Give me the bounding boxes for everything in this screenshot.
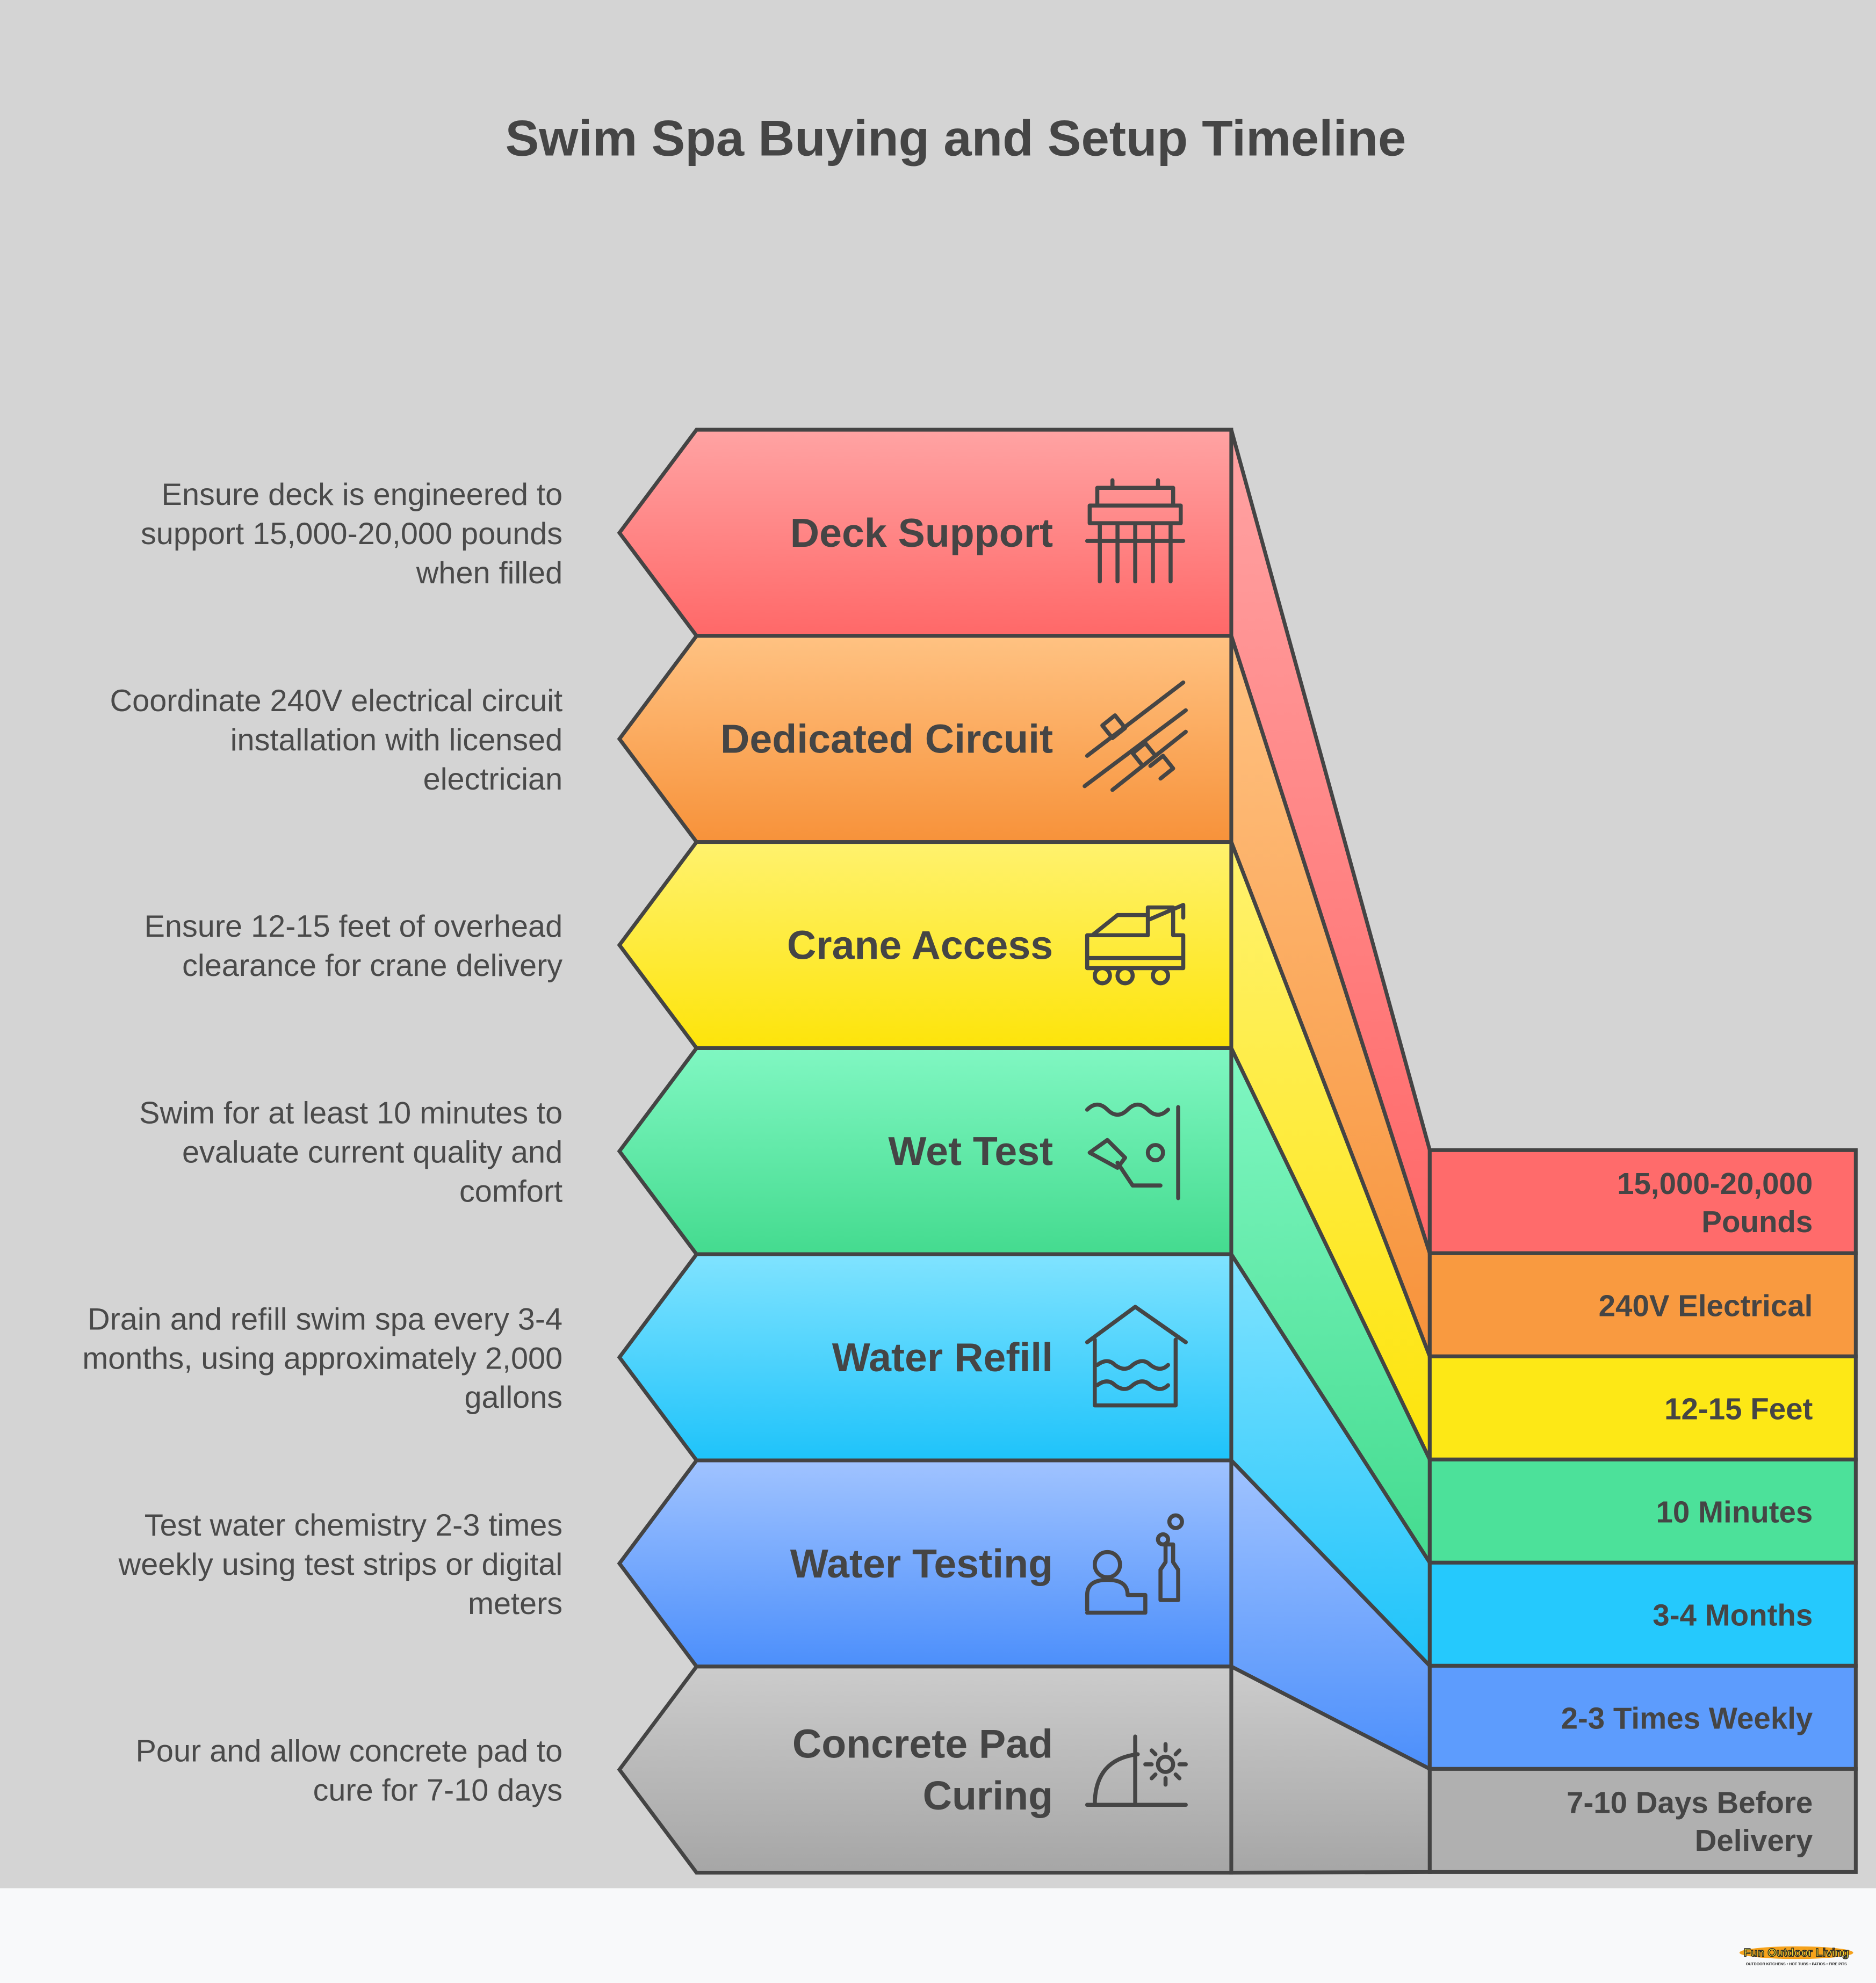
- swimmer-icon: [1085, 1102, 1180, 1200]
- step-label: Water Testing: [790, 1541, 1053, 1586]
- crane-truck-icon: [1085, 903, 1186, 986]
- step-description: Test water chemistry 2-3 times: [145, 1508, 562, 1543]
- step-chevron: [617, 1252, 1233, 1463]
- value-text: 2-3 Times Weekly: [1561, 1702, 1813, 1735]
- step-label: Wet Test: [888, 1128, 1053, 1174]
- timeline-step: Water Refill Drain and refill swim spa ev…: [82, 1252, 1233, 1463]
- step-description: evaluate current quality and: [182, 1135, 562, 1169]
- timeline-step: Wet Test Swim for at least 10 minutes to e…: [139, 1046, 1233, 1256]
- timeline-step: Water Testing Test water chemistry 2-3 ti…: [118, 1458, 1233, 1669]
- step-description: meters: [468, 1587, 562, 1621]
- step-description: weekly using test strips or digital: [118, 1547, 563, 1582]
- value-text: 10 Minutes: [1656, 1495, 1813, 1529]
- step-description: Ensure deck is engineered to: [162, 477, 563, 512]
- value-text: Pounds: [1701, 1205, 1813, 1239]
- value-text: 15,000-20,000: [1617, 1167, 1813, 1200]
- step-chevron: [617, 1458, 1233, 1669]
- step-description: installation with licensed: [230, 723, 562, 757]
- chemist-bottle-icon: [1085, 1513, 1184, 1615]
- step-description: Ensure 12-15 feet of overhead: [144, 909, 562, 944]
- timeline-step: Dedicated Circuit Coordinate 240V electri…: [110, 634, 1233, 844]
- value-text: 3-4 Months: [1653, 1598, 1813, 1632]
- step-description: clearance for crane delivery: [182, 949, 562, 983]
- value-text: Delivery: [1695, 1823, 1813, 1857]
- step-description: electrician: [423, 762, 563, 797]
- value-text: 12-15 Feet: [1664, 1392, 1813, 1426]
- step-chevron: [617, 634, 1233, 844]
- step-label: Deck Support: [790, 510, 1053, 555]
- page-title: Swim Spa Buying and Setup Timeline: [506, 110, 1406, 166]
- timeline-step: Deck Support Ensure deck is engineered to…: [141, 428, 1233, 638]
- value-text: 7-10 Days Before: [1567, 1785, 1813, 1819]
- curing-sun-icon: [1085, 1734, 1188, 1807]
- step-label: Water Refill: [832, 1335, 1053, 1380]
- step-description: Coordinate 240V electrical circuit: [110, 684, 563, 718]
- electrical-fuse-icon: [1083, 680, 1188, 792]
- deck-icon: [1085, 478, 1186, 584]
- svg-text:OUTDOOR KITCHENS • HOT TUBS •: OUTDOOR KITCHENS • HOT TUBS • PATIOS • F…: [1746, 1963, 1847, 1966]
- step-label: Dedicated Circuit: [720, 717, 1053, 762]
- timeline-step: Crane Access Ensure 12-15 feet of overhea…: [144, 840, 1233, 1050]
- step-description: months, using approximately 2,000: [82, 1341, 562, 1376]
- step-chevron: [617, 428, 1233, 638]
- fun-outdoor-living-logo: Fun Outdoor Living OUTDOOR KITCHENS • HO…: [1739, 1946, 1853, 1966]
- value-box: 2-3 Times Weekly: [1427, 1663, 1858, 1771]
- value-box: 12-15 Feet: [1427, 1354, 1858, 1461]
- value-text: 240V Electrical: [1599, 1289, 1813, 1323]
- step-label: Curing: [923, 1773, 1054, 1818]
- step-description: gallons: [464, 1380, 562, 1415]
- step-chevron: [617, 840, 1233, 1050]
- step-description: Swim for at least 10 minutes to: [139, 1096, 562, 1131]
- value-box: 240V Electrical: [1427, 1251, 1858, 1358]
- value-box: 3-4 Months: [1427, 1560, 1858, 1668]
- step-label: Crane Access: [787, 922, 1053, 967]
- step-description: comfort: [459, 1174, 562, 1208]
- step-description: support 15,000-20,000 pounds: [141, 517, 562, 551]
- step-description: Drain and refill swim spa every 3-4: [88, 1302, 562, 1336]
- water-house-icon: [1085, 1305, 1188, 1408]
- value-box: 10 Minutes: [1427, 1457, 1858, 1565]
- step-description: cure for 7-10 days: [313, 1773, 563, 1807]
- step-description: when filled: [416, 556, 562, 590]
- step-description: Pour and allow concrete pad to: [135, 1734, 562, 1768]
- step-chevron: [617, 1664, 1233, 1875]
- step-chevron: [617, 1046, 1233, 1256]
- svg-text:Fun Outdoor Living: Fun Outdoor Living: [1744, 1947, 1849, 1959]
- step-label: Concrete Pad: [792, 1721, 1053, 1766]
